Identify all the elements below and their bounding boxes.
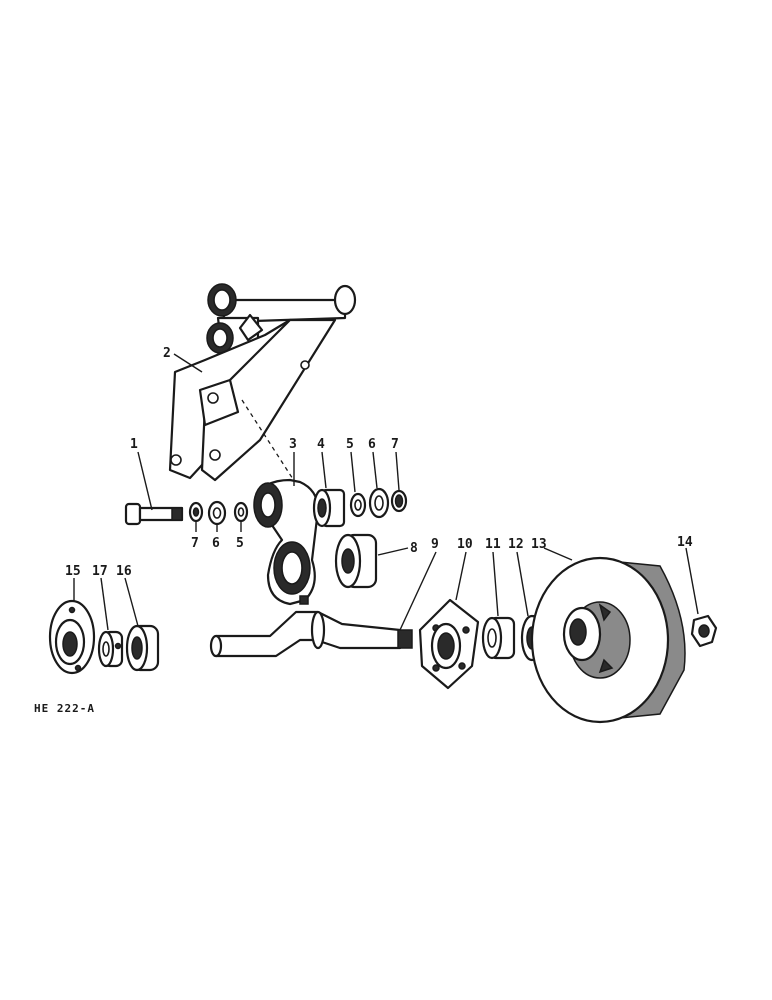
nut-part-14 <box>690 614 718 648</box>
arm-part-3 <box>253 478 320 606</box>
flange-plate-part-10 <box>418 598 480 690</box>
wheel-hub-part-13 <box>530 556 686 724</box>
callout-17: 17 <box>92 564 108 579</box>
bearing-part-8 <box>334 533 378 589</box>
callout-5-upper: 5 <box>346 437 354 452</box>
callout-11: 11 <box>485 537 501 552</box>
washer-part-7-left <box>188 501 204 523</box>
callout-7-upper: 7 <box>391 437 399 452</box>
spindle-part-9 <box>209 610 413 658</box>
reference-code: HE 222-A <box>34 702 95 715</box>
bearing-part-16 <box>125 624 160 672</box>
callout-6-lower: 6 <box>212 536 220 551</box>
callout-6-upper: 6 <box>368 437 376 452</box>
callout-15: 15 <box>65 564 81 579</box>
callout-5-lower: 5 <box>236 536 244 551</box>
washer-part-6-right <box>368 487 390 519</box>
bushing-part-4 <box>312 488 346 528</box>
leader-lines <box>73 353 699 631</box>
washer-part-6-left <box>207 500 227 526</box>
callout-16: 16 <box>116 564 132 579</box>
bolt-part-1 <box>124 502 184 526</box>
callout-7-lower: 7 <box>191 536 199 551</box>
washer-part-7-right <box>390 489 408 513</box>
callout-3: 3 <box>289 437 297 452</box>
callout-14: 14 <box>677 535 693 550</box>
callout-12: 12 <box>508 537 524 552</box>
callout-13: 13 <box>531 537 547 552</box>
spacer-part-11 <box>481 616 516 660</box>
washer-part-5-left <box>233 501 249 523</box>
mounting-bracket-part-2 <box>168 283 357 482</box>
flange-part-15 <box>48 599 96 675</box>
callout-2: 2 <box>163 346 171 361</box>
washer-part-5-right <box>349 492 367 518</box>
callout-10: 10 <box>457 537 473 552</box>
callout-8: 8 <box>410 541 418 556</box>
collar-part-17 <box>97 630 124 668</box>
callout-9: 9 <box>431 537 439 552</box>
callout-4: 4 <box>317 437 325 452</box>
callout-1: 1 <box>130 437 138 452</box>
